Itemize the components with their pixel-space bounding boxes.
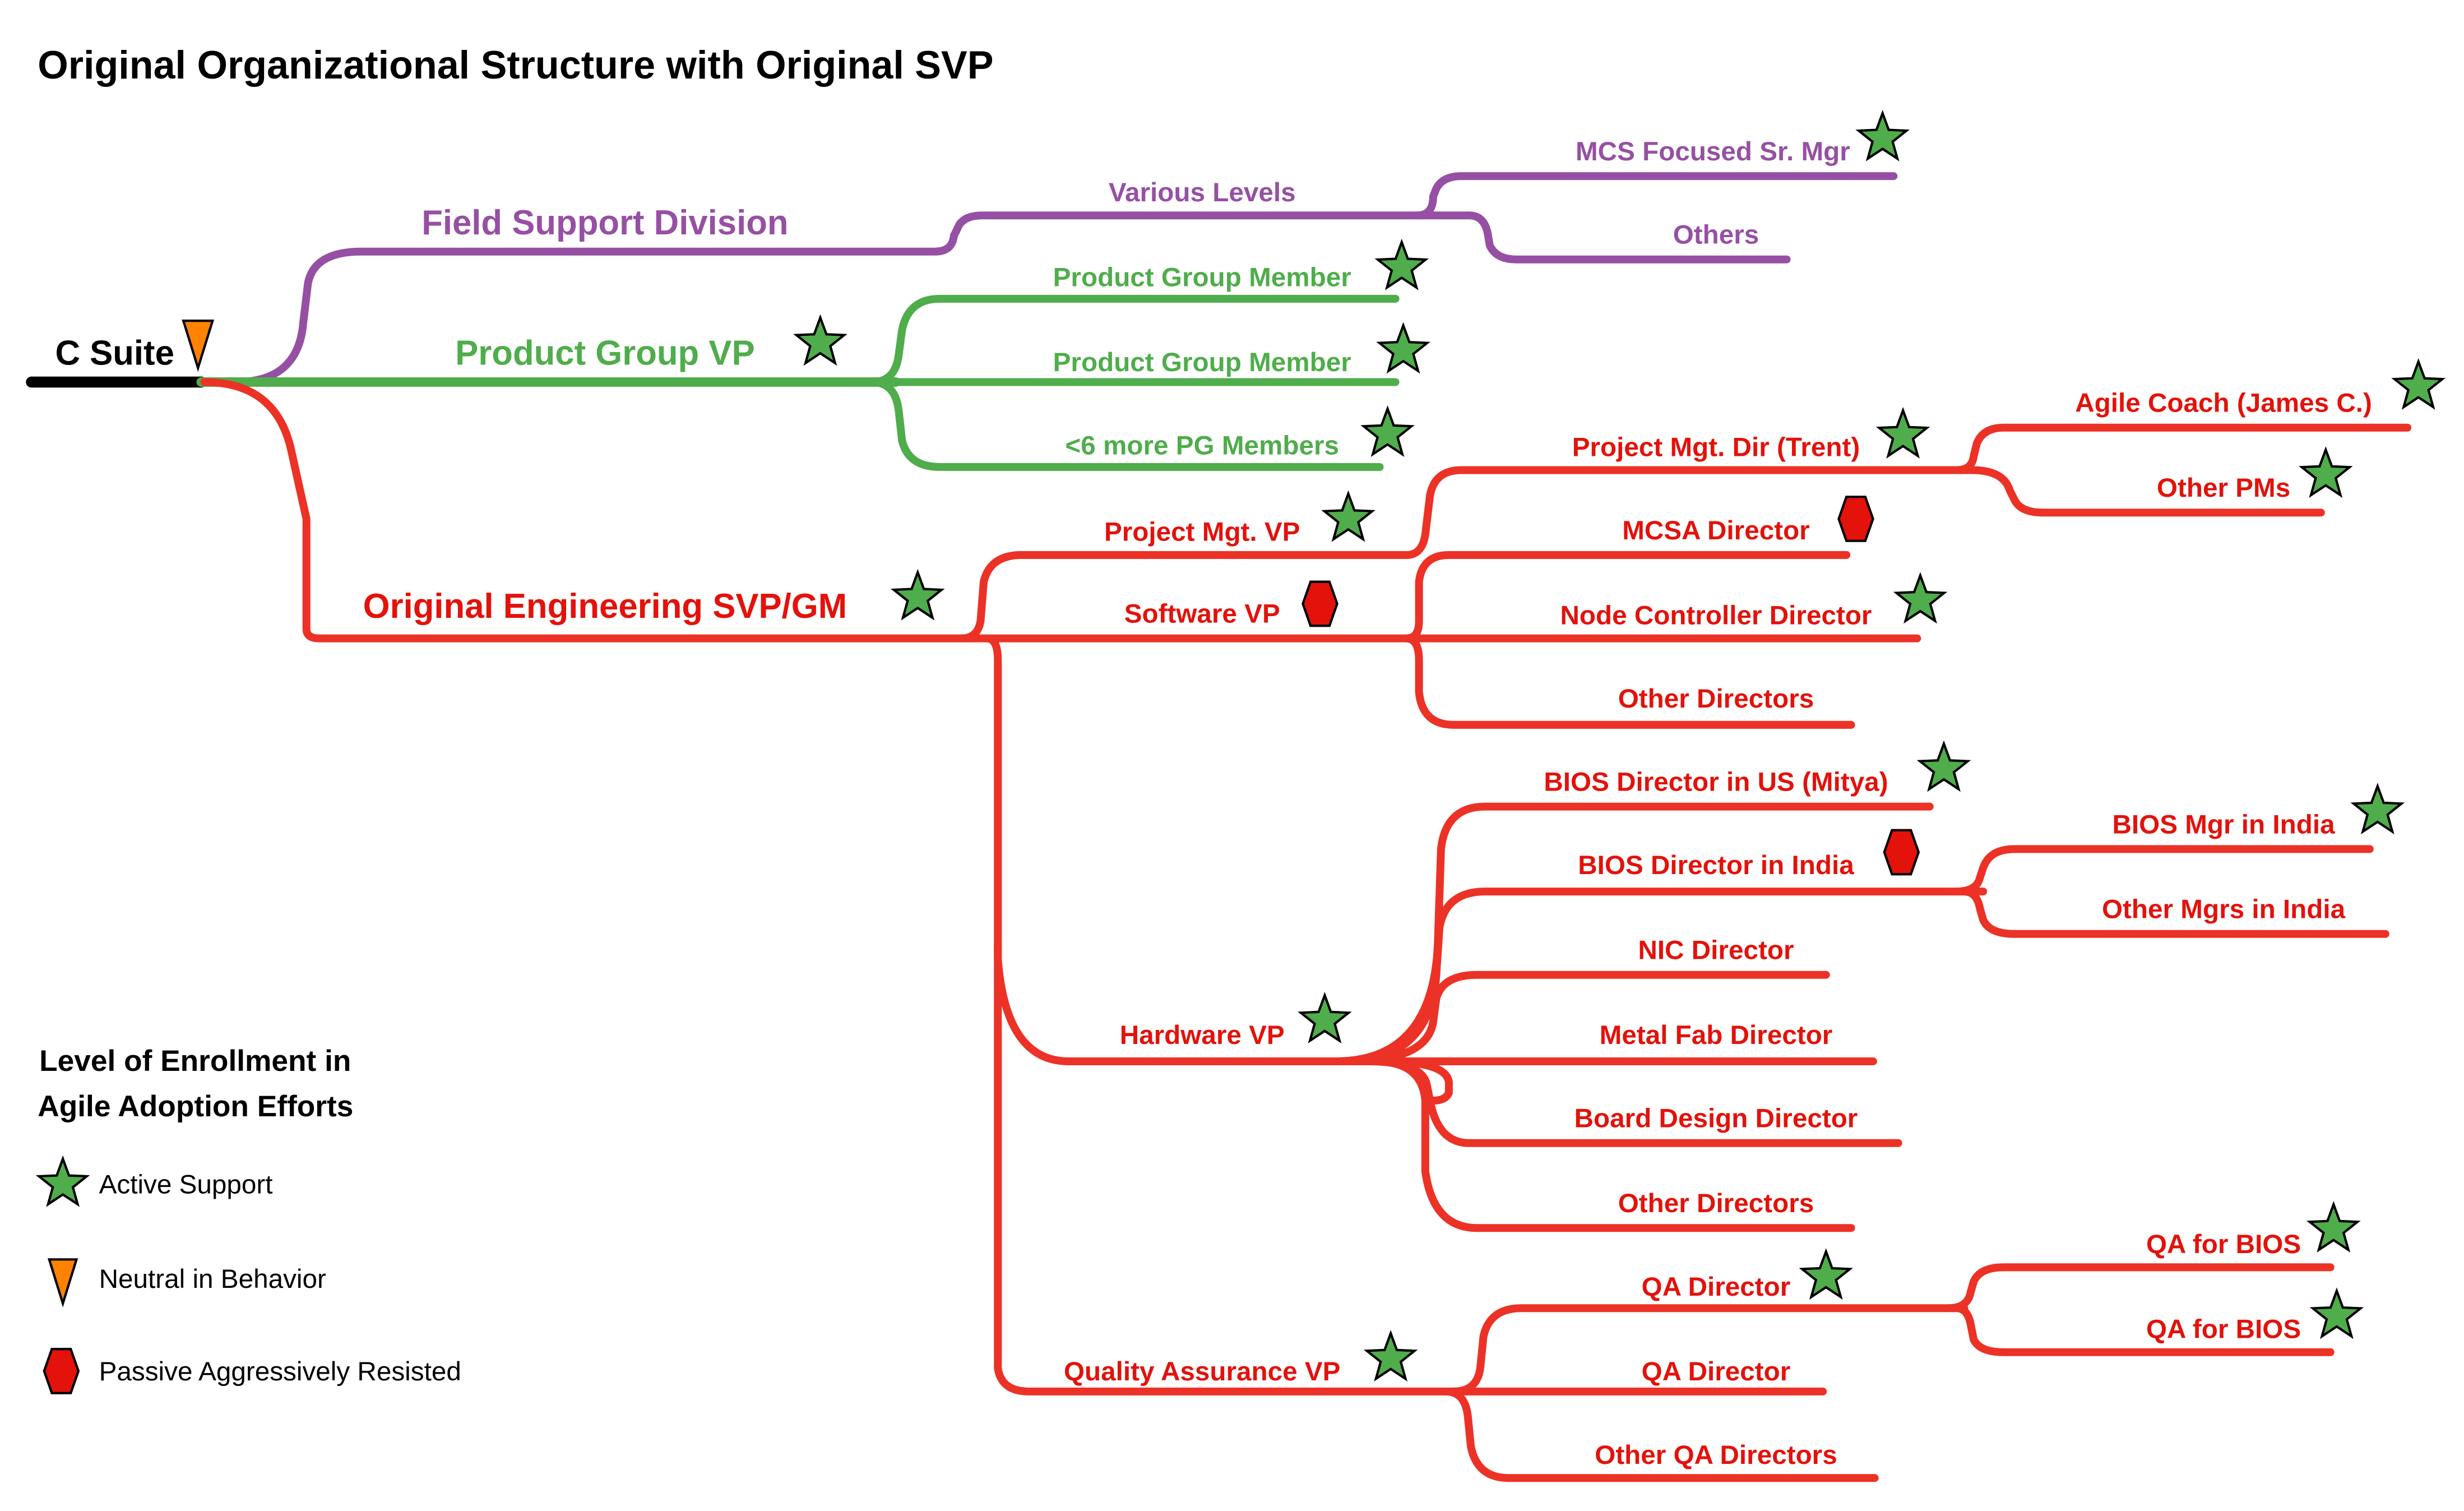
org-node-label: Other Directors [1618, 684, 1814, 714]
org-node-label: Product Group VP [455, 334, 754, 373]
software-edge [1402, 551, 1851, 643]
star-icon [1916, 740, 1971, 792]
org-node-label: QA for BIOS [2146, 1315, 2301, 1344]
org-node-label: Hardware VP [1120, 1020, 1285, 1050]
project-mgt-edge [1952, 423, 2412, 474]
org-node-label: Original Engineering SVP/GM [363, 587, 847, 626]
legend-item: Passive Aggressively Resisted [43, 1348, 461, 1394]
org-node-label: Other QA Directors [1595, 1440, 1837, 1470]
hexagon-icon [1883, 829, 1920, 876]
star-icon [1376, 322, 1430, 374]
triangle-down-icon [182, 319, 215, 372]
star-icon [1298, 992, 1352, 1044]
org-node-label: Product Group Member [1053, 262, 1351, 292]
page-title: Original Organizational Structure with O… [38, 43, 993, 87]
product-group-edge [868, 294, 1400, 386]
field-support-label: Field Support Division [422, 204, 788, 242]
software-edge [1402, 634, 1855, 729]
legend-item-label: Neutral in Behavior [99, 1264, 326, 1294]
hexagon-icon [1837, 496, 1874, 542]
bios-india-edge [1952, 845, 2374, 896]
field-support-edge [231, 211, 1474, 386]
org-node-label: Other PMs [2157, 473, 2290, 503]
star-icon [2298, 446, 2353, 498]
field-support-edge [1465, 211, 1791, 264]
org-node-label: BIOS Mgr in India [2113, 810, 2336, 839]
org-node-label: <6 more PG Members [1065, 431, 1339, 460]
qa-director-edge [1944, 1263, 2335, 1313]
org-node-label: QA Director [1642, 1357, 1791, 1387]
hardware-edge [1371, 1057, 1855, 1232]
legend-title-line2: Agile Adoption Efforts [38, 1090, 353, 1123]
various-levels-label: Various Levels [1109, 178, 1296, 207]
org-node-label: BIOS Director in US (Mitya) [1544, 768, 1888, 797]
hardware-edge [1340, 888, 1988, 1065]
project-mgt-edge [957, 466, 1976, 643]
org-node-label: Metal Fab Director [1600, 1020, 1833, 1050]
bios-india-edge [1960, 888, 2389, 938]
org-node-label: Project Mgt. VP [1104, 517, 1300, 547]
root-label: C Suite [55, 334, 174, 373]
hardware-edge [983, 634, 1372, 1065]
star-icon [1893, 572, 1948, 624]
org-node-label: MCSA Director [1622, 516, 1809, 546]
star-icon [1799, 1248, 1854, 1300]
star-icon [2391, 358, 2446, 410]
org-node-label: QA for BIOS [2146, 1230, 2301, 1259]
star-icon [2350, 783, 2405, 835]
org-node-label: QA Director [1642, 1272, 1791, 1302]
org-node-label: Project Mgt. Dir (Trent) [1572, 432, 1860, 462]
star-icon [793, 314, 847, 366]
org-node-label: Agile Coach (James C.) [2075, 389, 2372, 418]
org-node-label: MCS Focused Sr. Mgr [1576, 137, 1850, 167]
status-markers [182, 109, 2446, 1382]
org-node-label: Others [1673, 220, 1759, 250]
star-icon [1855, 109, 1910, 161]
org-node-label: Software VP [1124, 599, 1280, 629]
legend-item-label: Passive Aggressively Resisted [99, 1357, 461, 1387]
org-chart-edges [26, 172, 2412, 1482]
star-icon [1374, 238, 1429, 290]
org-node-label: Product Group Member [1053, 348, 1351, 377]
hexagon-icon [43, 1348, 80, 1394]
legend: Level of Enrollment in Agile Adoption Ef… [35, 1045, 461, 1394]
hardware-edge [1379, 1057, 1453, 1105]
qa-edge [994, 939, 1466, 1396]
star-icon [35, 1155, 90, 1207]
star-icon [890, 569, 945, 621]
star-icon [1360, 405, 1415, 458]
star-icon [2309, 1287, 2364, 1339]
legend-item-label: Active Support [99, 1170, 273, 1200]
hexagon-icon [1302, 580, 1338, 627]
org-node-label: Other Mgrs in India [2102, 895, 2346, 925]
star-icon [2306, 1201, 2361, 1253]
org-node-label: Other Directors [1618, 1189, 1814, 1218]
org-node-label: Quality Assurance VP [1064, 1357, 1340, 1387]
legend-item: Neutral in Behavior [47, 1258, 326, 1307]
field-support-edge [1413, 172, 1898, 220]
project-mgt-edge [1968, 466, 2325, 517]
org-chart-nodes: C Suite Field Support Division Various Lev… [55, 137, 2372, 1470]
product-group-edge [868, 378, 1384, 471]
star-icon [1875, 406, 1930, 459]
qa-edge [1442, 1387, 1879, 1482]
star-icon [1321, 490, 1375, 542]
engineering-edge [200, 378, 979, 643]
org-node-label: Node Controller Director [1560, 600, 1872, 630]
legend-title-line1: Level of Enrollment in [39, 1045, 351, 1078]
qa-director-edge [1952, 1304, 2335, 1356]
triangle-down-icon [47, 1258, 78, 1307]
legend-item: Active Support [35, 1155, 273, 1207]
star-icon [1363, 1330, 1418, 1382]
org-node-label: NIC Director [1638, 936, 1794, 965]
org-node-label: BIOS Director in India [1578, 851, 1854, 880]
org-node-label: Board Design Director [1574, 1104, 1858, 1134]
